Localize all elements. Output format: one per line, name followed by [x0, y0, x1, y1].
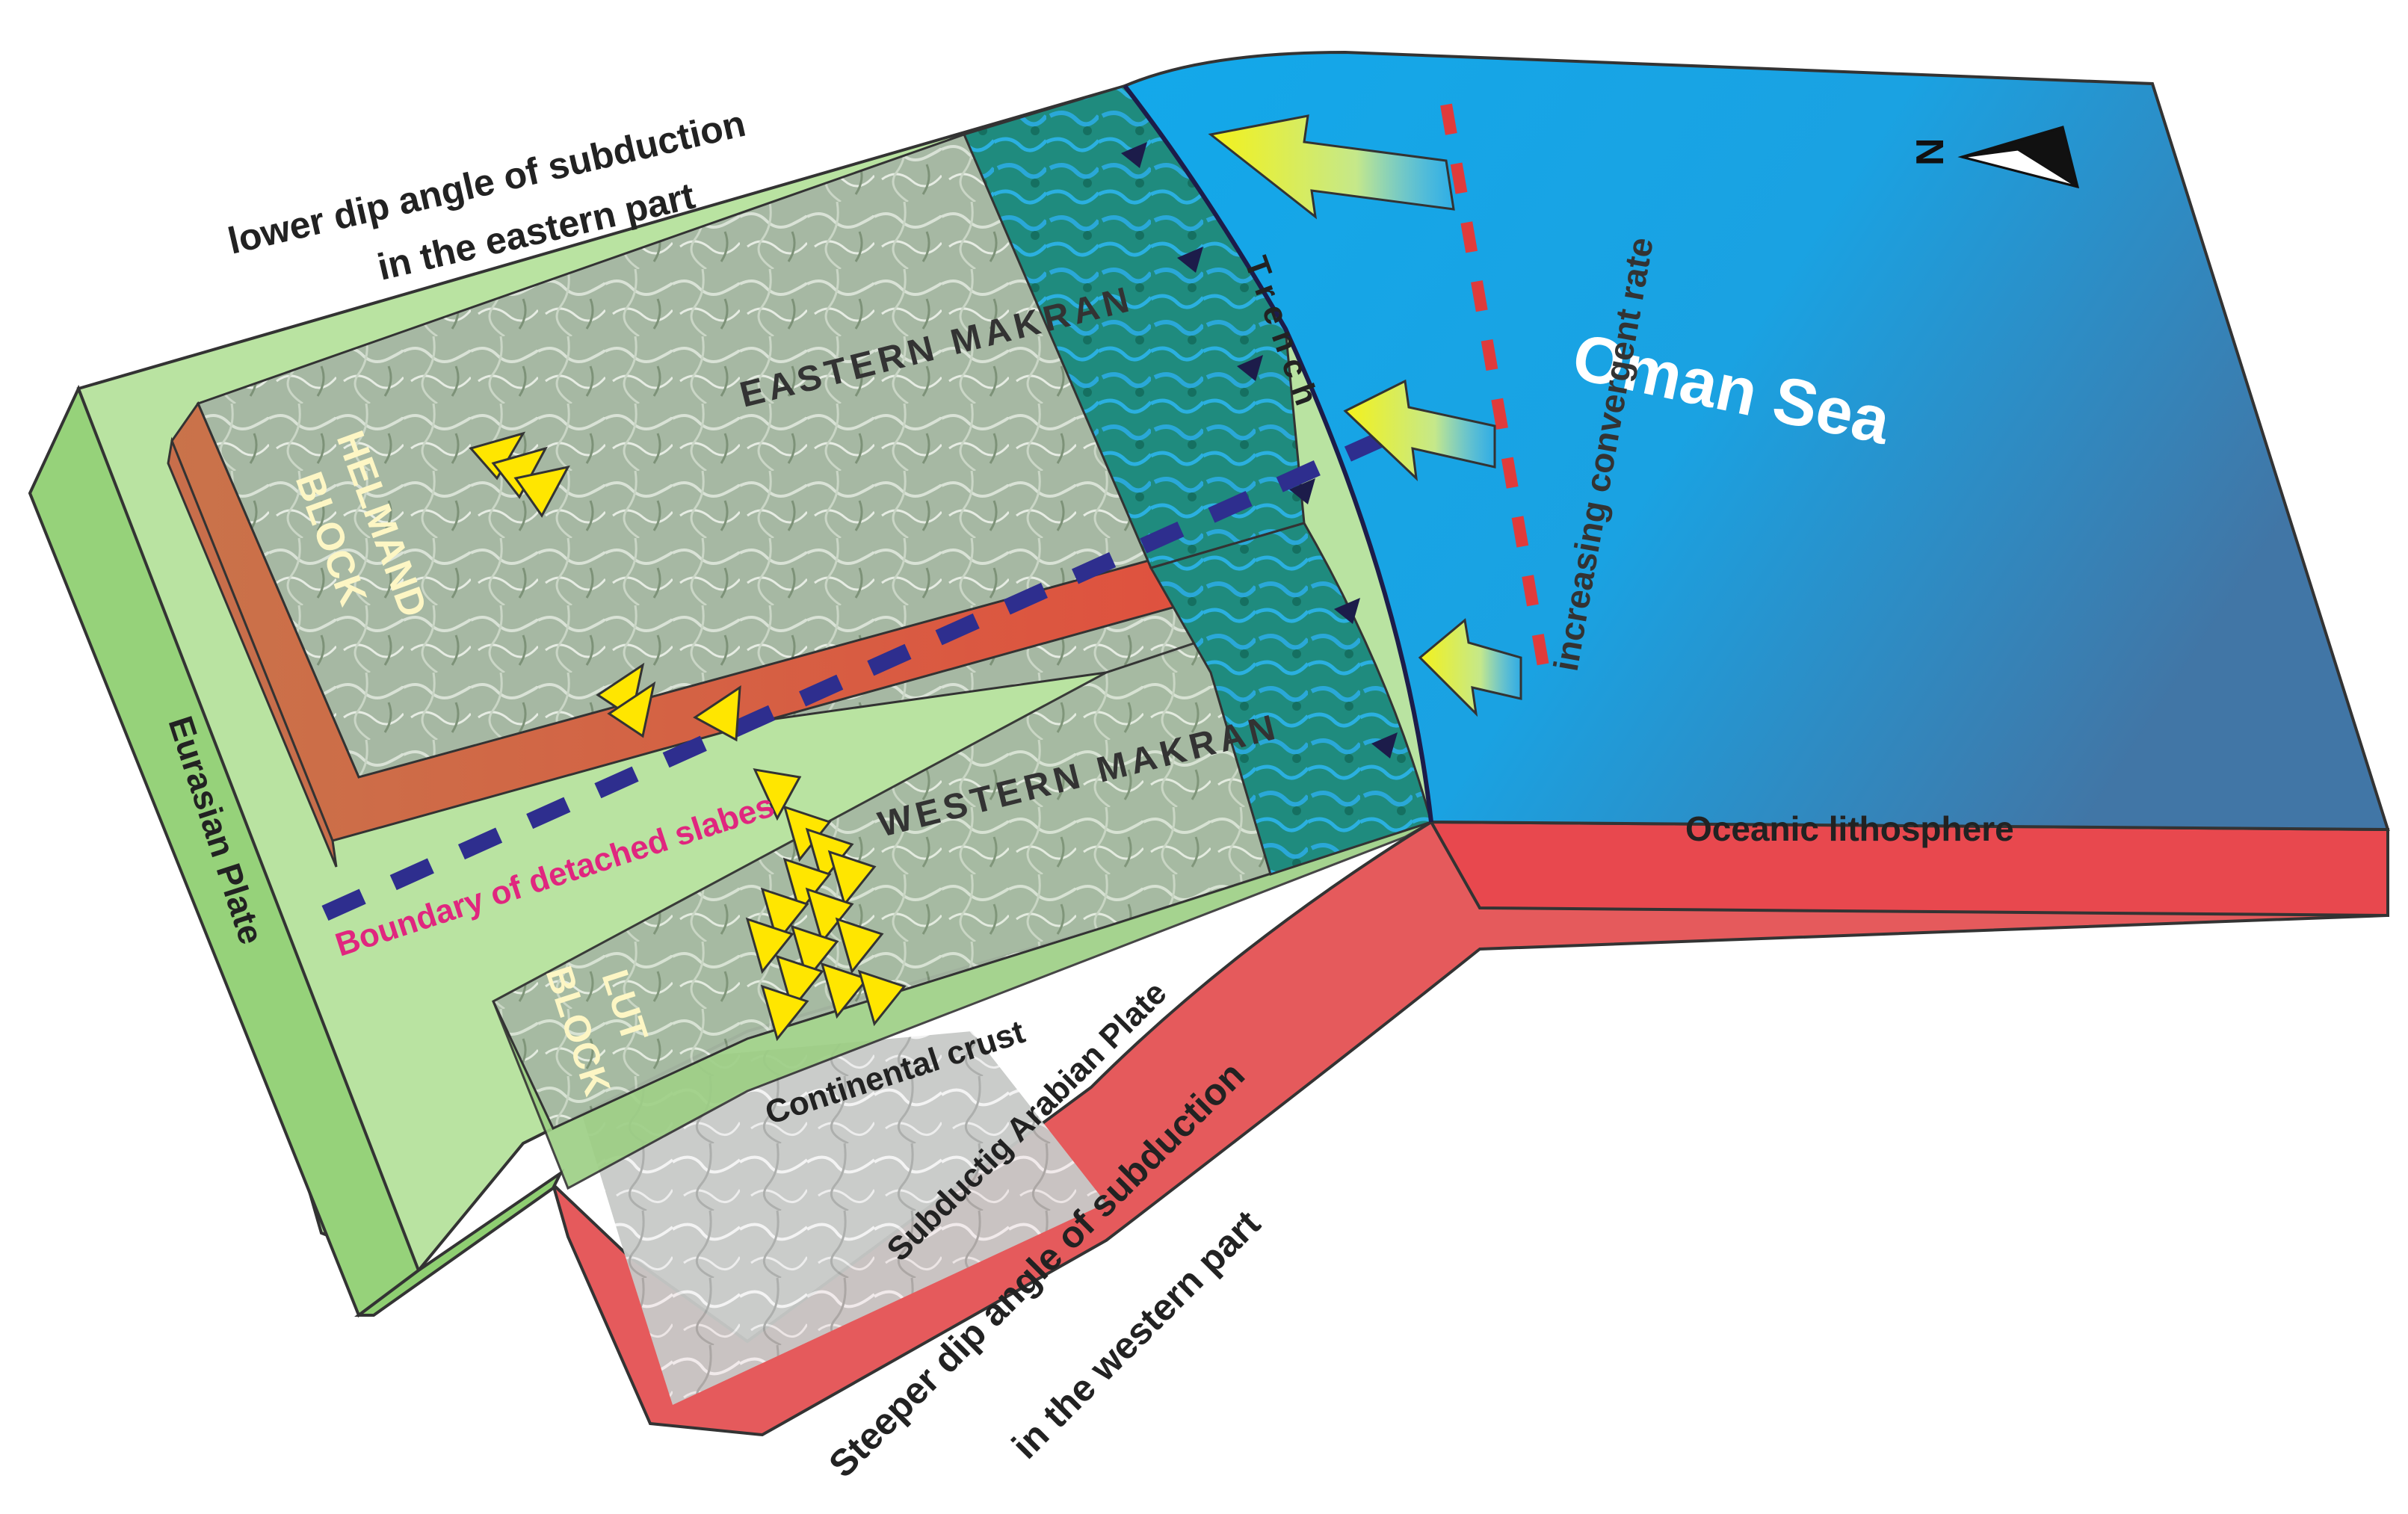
helmand-slab-front — [167, 436, 338, 868]
trench-teeth — [1121, 142, 1398, 758]
volcanoes-slab-boundary — [596, 662, 802, 821]
volcanoes-lut — [745, 805, 907, 1042]
oceanic-lithosphere-label: Oceanic lithosphere — [1685, 809, 2014, 848]
subducted-slab-gray — [568, 1031, 1106, 1405]
arabian-plate-slab-face — [550, 820, 2389, 1437]
volcanoes-helmand — [469, 431, 570, 518]
trench-line — [1123, 84, 1433, 823]
boundary-detached-slabes-line — [321, 425, 1398, 921]
convergent-rate-line — [1440, 103, 1553, 689]
eurasian-plate-front-face — [354, 1168, 565, 1317]
north-arrow-label: N — [1909, 138, 1952, 166]
convergence-arrow-top — [1208, 114, 1455, 220]
north-arrow-icon — [1957, 126, 2080, 189]
convergence-arrow-bottom — [1418, 618, 1522, 717]
convergence-arrow-middle — [1343, 379, 1496, 481]
